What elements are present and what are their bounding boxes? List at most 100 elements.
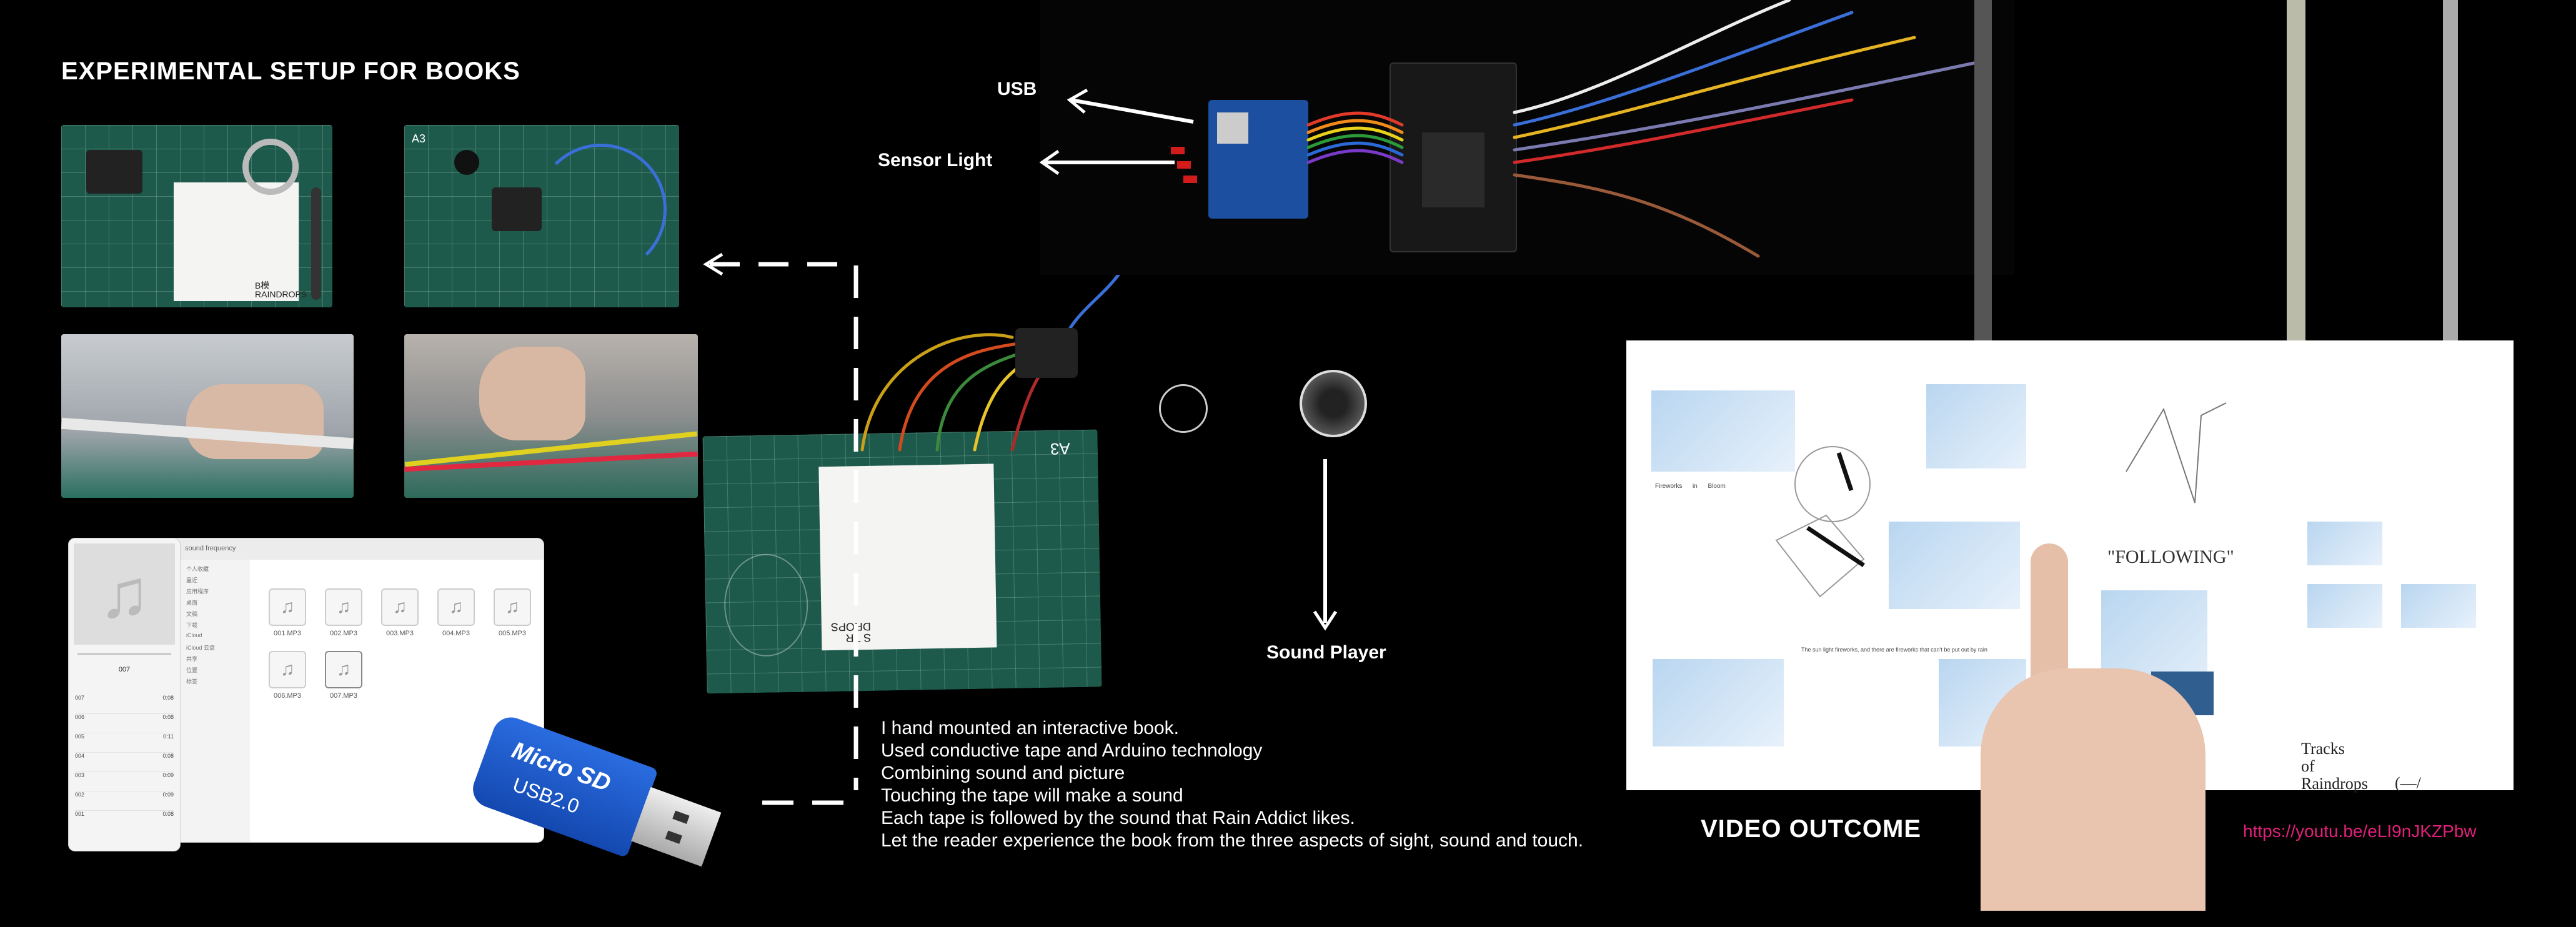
- sidebar-item[interactable]: 下载: [186, 622, 198, 628]
- track-name: 002: [75, 791, 85, 798]
- description-line: I hand mounted an interactive book.: [881, 718, 1179, 738]
- line-drawing: [2126, 402, 2227, 503]
- track-name: 005: [75, 733, 85, 740]
- sidebar-group: 个人收藏: [186, 566, 209, 572]
- sidebar-item[interactable]: 标签: [186, 678, 198, 685]
- playlist-row[interactable]: 003 0:09: [75, 772, 174, 791]
- rain-image: [1926, 384, 2026, 468]
- file-name: 004.MP3: [442, 630, 470, 637]
- tape-strip: [2287, 0, 2305, 347]
- left-body-text: The sun light fireworks, and there are f…: [1801, 647, 1987, 653]
- track-duration: 0:08: [162, 695, 174, 701]
- description-line: Combining sound and picture: [881, 763, 1125, 783]
- hand: [186, 384, 324, 459]
- audio-file-icon[interactable]: ♫: [269, 651, 306, 688]
- book-page: [174, 182, 299, 301]
- playlist-row[interactable]: 001 0:08: [75, 811, 174, 830]
- hand: [479, 347, 585, 440]
- water-image: [1889, 522, 2020, 609]
- usb-body: Micro SD USB2.0: [467, 712, 659, 858]
- video-link[interactable]: https://youtu.be/eLI9nJKZPbw: [2243, 821, 2477, 841]
- right-title-line: Raindrops: [2301, 775, 2368, 793]
- setup-photo-1: B模 RAINDROPS: [61, 125, 332, 307]
- rainbow-wires: [1306, 0, 1979, 258]
- progress-bar[interactable]: [77, 653, 171, 655]
- video-outcome-title: VIDEO OUTCOME: [1701, 815, 1922, 843]
- audio-file-icon[interactable]: ♫: [269, 588, 306, 626]
- track-duration: 0:11: [163, 733, 174, 740]
- sidebar-item[interactable]: 最近: [186, 577, 198, 583]
- mp3-module: [1208, 100, 1308, 219]
- description: I hand mounted an interactive book. Used…: [881, 717, 1583, 852]
- dashed-connector-usb: [762, 800, 859, 805]
- track-name: 001: [75, 811, 85, 817]
- track-duration: 0:08: [162, 753, 174, 759]
- right-heading: "FOLLOWING": [2107, 547, 2234, 567]
- arduino-board: [492, 187, 542, 231]
- small-image: [2307, 522, 2382, 565]
- tape-roll: [242, 139, 299, 195]
- track-name: 007: [75, 695, 85, 701]
- playlist-row[interactable]: 002 0:09: [75, 791, 174, 811]
- palm: [1981, 668, 2206, 911]
- file-name: 007.MP3: [329, 692, 358, 700]
- audio-file-icon[interactable]: ♫: [325, 651, 362, 688]
- track-duration: 0:08: [162, 811, 174, 817]
- playlist-row[interactable]: 006 0:08: [75, 714, 174, 733]
- sidebar-item[interactable]: 应用程序: [186, 588, 209, 595]
- small-image: [2401, 584, 2476, 628]
- playlist-row[interactable]: 007 0:08: [75, 695, 174, 714]
- usb-connector-hole: [665, 830, 682, 844]
- description-line: Used conductive tape and Arduino technol…: [881, 740, 1263, 761]
- module-photo: [1040, 0, 2014, 275]
- track-name: 003: [75, 772, 85, 778]
- sidebar-item[interactable]: iCloud 云盘: [186, 645, 216, 651]
- finder-window-title: sound frequency: [185, 545, 236, 552]
- right-title: Tracks of Raindrops: [2301, 740, 2368, 793]
- sidebar-group: 位置: [186, 667, 198, 673]
- hand: [1981, 543, 2206, 911]
- audio-file-icon[interactable]: ♫: [494, 588, 531, 626]
- fireworks-image: [1651, 390, 1795, 472]
- sidebar-item[interactable]: 文稿: [186, 611, 198, 617]
- track-duration: 0:08: [162, 714, 174, 720]
- small-image: [2307, 584, 2382, 628]
- setup-photo-4: [404, 334, 698, 498]
- sensor-label: Sensor Light: [878, 150, 993, 171]
- audio-file-icon[interactable]: ♫: [437, 588, 475, 626]
- esp32-board: [1390, 62, 1517, 252]
- finder-sidebar: 个人收藏 最近 应用程序 桌面 文稿 下载 iCloud iCloud 云盘 共…: [181, 560, 250, 842]
- glass-image: [1653, 659, 1784, 746]
- sensor-arrow: [1039, 149, 1175, 176]
- track-duration: 0:09: [162, 772, 174, 778]
- usb-label: USB: [997, 79, 1037, 99]
- now-playing-track: 007: [118, 666, 131, 673]
- track-name: 006: [75, 714, 85, 720]
- audio-file-icon[interactable]: ♫: [325, 588, 362, 626]
- right-title-line: Tracks: [2301, 740, 2345, 758]
- audio-file-icon[interactable]: ♫: [381, 588, 419, 626]
- track-duration: 0:09: [162, 791, 174, 798]
- scissors: [311, 187, 321, 300]
- description-line: Touching the tape will make a sound: [881, 785, 1183, 806]
- usb-connector-hole: [672, 810, 690, 824]
- line-drawing: [1775, 446, 1871, 598]
- setup-photo-3: [61, 334, 354, 498]
- book-left-page: Fireworks in Bloom The sun light firewor…: [1626, 340, 2026, 790]
- music-note-icon: ♫: [74, 543, 175, 645]
- file-name: 002.MP3: [329, 630, 358, 637]
- right-title-line: of: [2301, 757, 2315, 775]
- speaker-icon: [1300, 370, 1367, 437]
- setup-photo-2: A3: [404, 125, 679, 307]
- playlist-row[interactable]: 005 0:11: [75, 733, 174, 753]
- usb-cable: [535, 144, 667, 275]
- description-line: Each tape is followed by the sound that …: [881, 808, 1355, 828]
- small-speaker-icon: [1159, 384, 1208, 433]
- sidebar-item[interactable]: 桌面: [186, 600, 198, 606]
- sensor-led: [1177, 161, 1191, 169]
- sidebar-item[interactable]: 共享: [186, 656, 198, 662]
- right-arrow: (—/: [2395, 774, 2421, 792]
- sensor-led: [1183, 176, 1197, 183]
